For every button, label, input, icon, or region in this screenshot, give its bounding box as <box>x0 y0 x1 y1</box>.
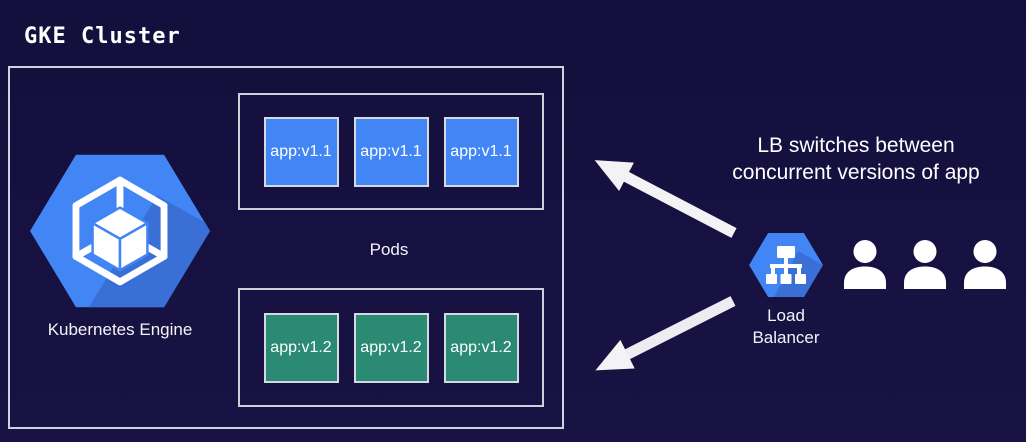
pod-app-v1-2: app:v1.2 <box>443 312 519 383</box>
users-group <box>842 239 1008 289</box>
user-icon <box>904 240 946 289</box>
load-balancer-label: Load Balancer <box>726 305 846 349</box>
load-balancer-label-line-2: Balancer <box>752 328 820 347</box>
pods-group-v1-2: app:v1.2 app:v1.2 app:v1.2 <box>238 288 544 407</box>
pod-app-v1-1: app:v1.1 <box>443 116 519 187</box>
load-balancer-icon <box>749 233 823 297</box>
annotation-text: LB switches between concurrent versions … <box>690 132 1022 186</box>
pod-app-v1-1: app:v1.1 <box>353 116 429 187</box>
annotation-line-2: concurrent versions of app <box>732 161 980 184</box>
load-balancer-label-line-1: Load <box>767 306 805 325</box>
pod-app-v1-2: app:v1.2 <box>353 312 429 383</box>
pods-label: Pods <box>369 240 409 259</box>
user-icon <box>844 240 886 289</box>
diagram-title: GKE Cluster <box>24 24 181 49</box>
arrow-to-v1-2 <box>595 296 736 371</box>
pods-group-v1-1: app:v1.1 app:v1.1 app:v1.1 <box>238 93 544 210</box>
user-icon <box>964 240 1006 289</box>
kubernetes-engine-label: Kubernetes Engine <box>47 320 193 339</box>
gke-cluster-boundary <box>8 66 564 429</box>
pod-app-v1-2: app:v1.2 <box>263 312 339 383</box>
annotation-line-1: LB switches between <box>757 134 955 157</box>
pod-app-v1-1: app:v1.1 <box>263 116 339 187</box>
kubernetes-engine-icon <box>29 154 211 308</box>
